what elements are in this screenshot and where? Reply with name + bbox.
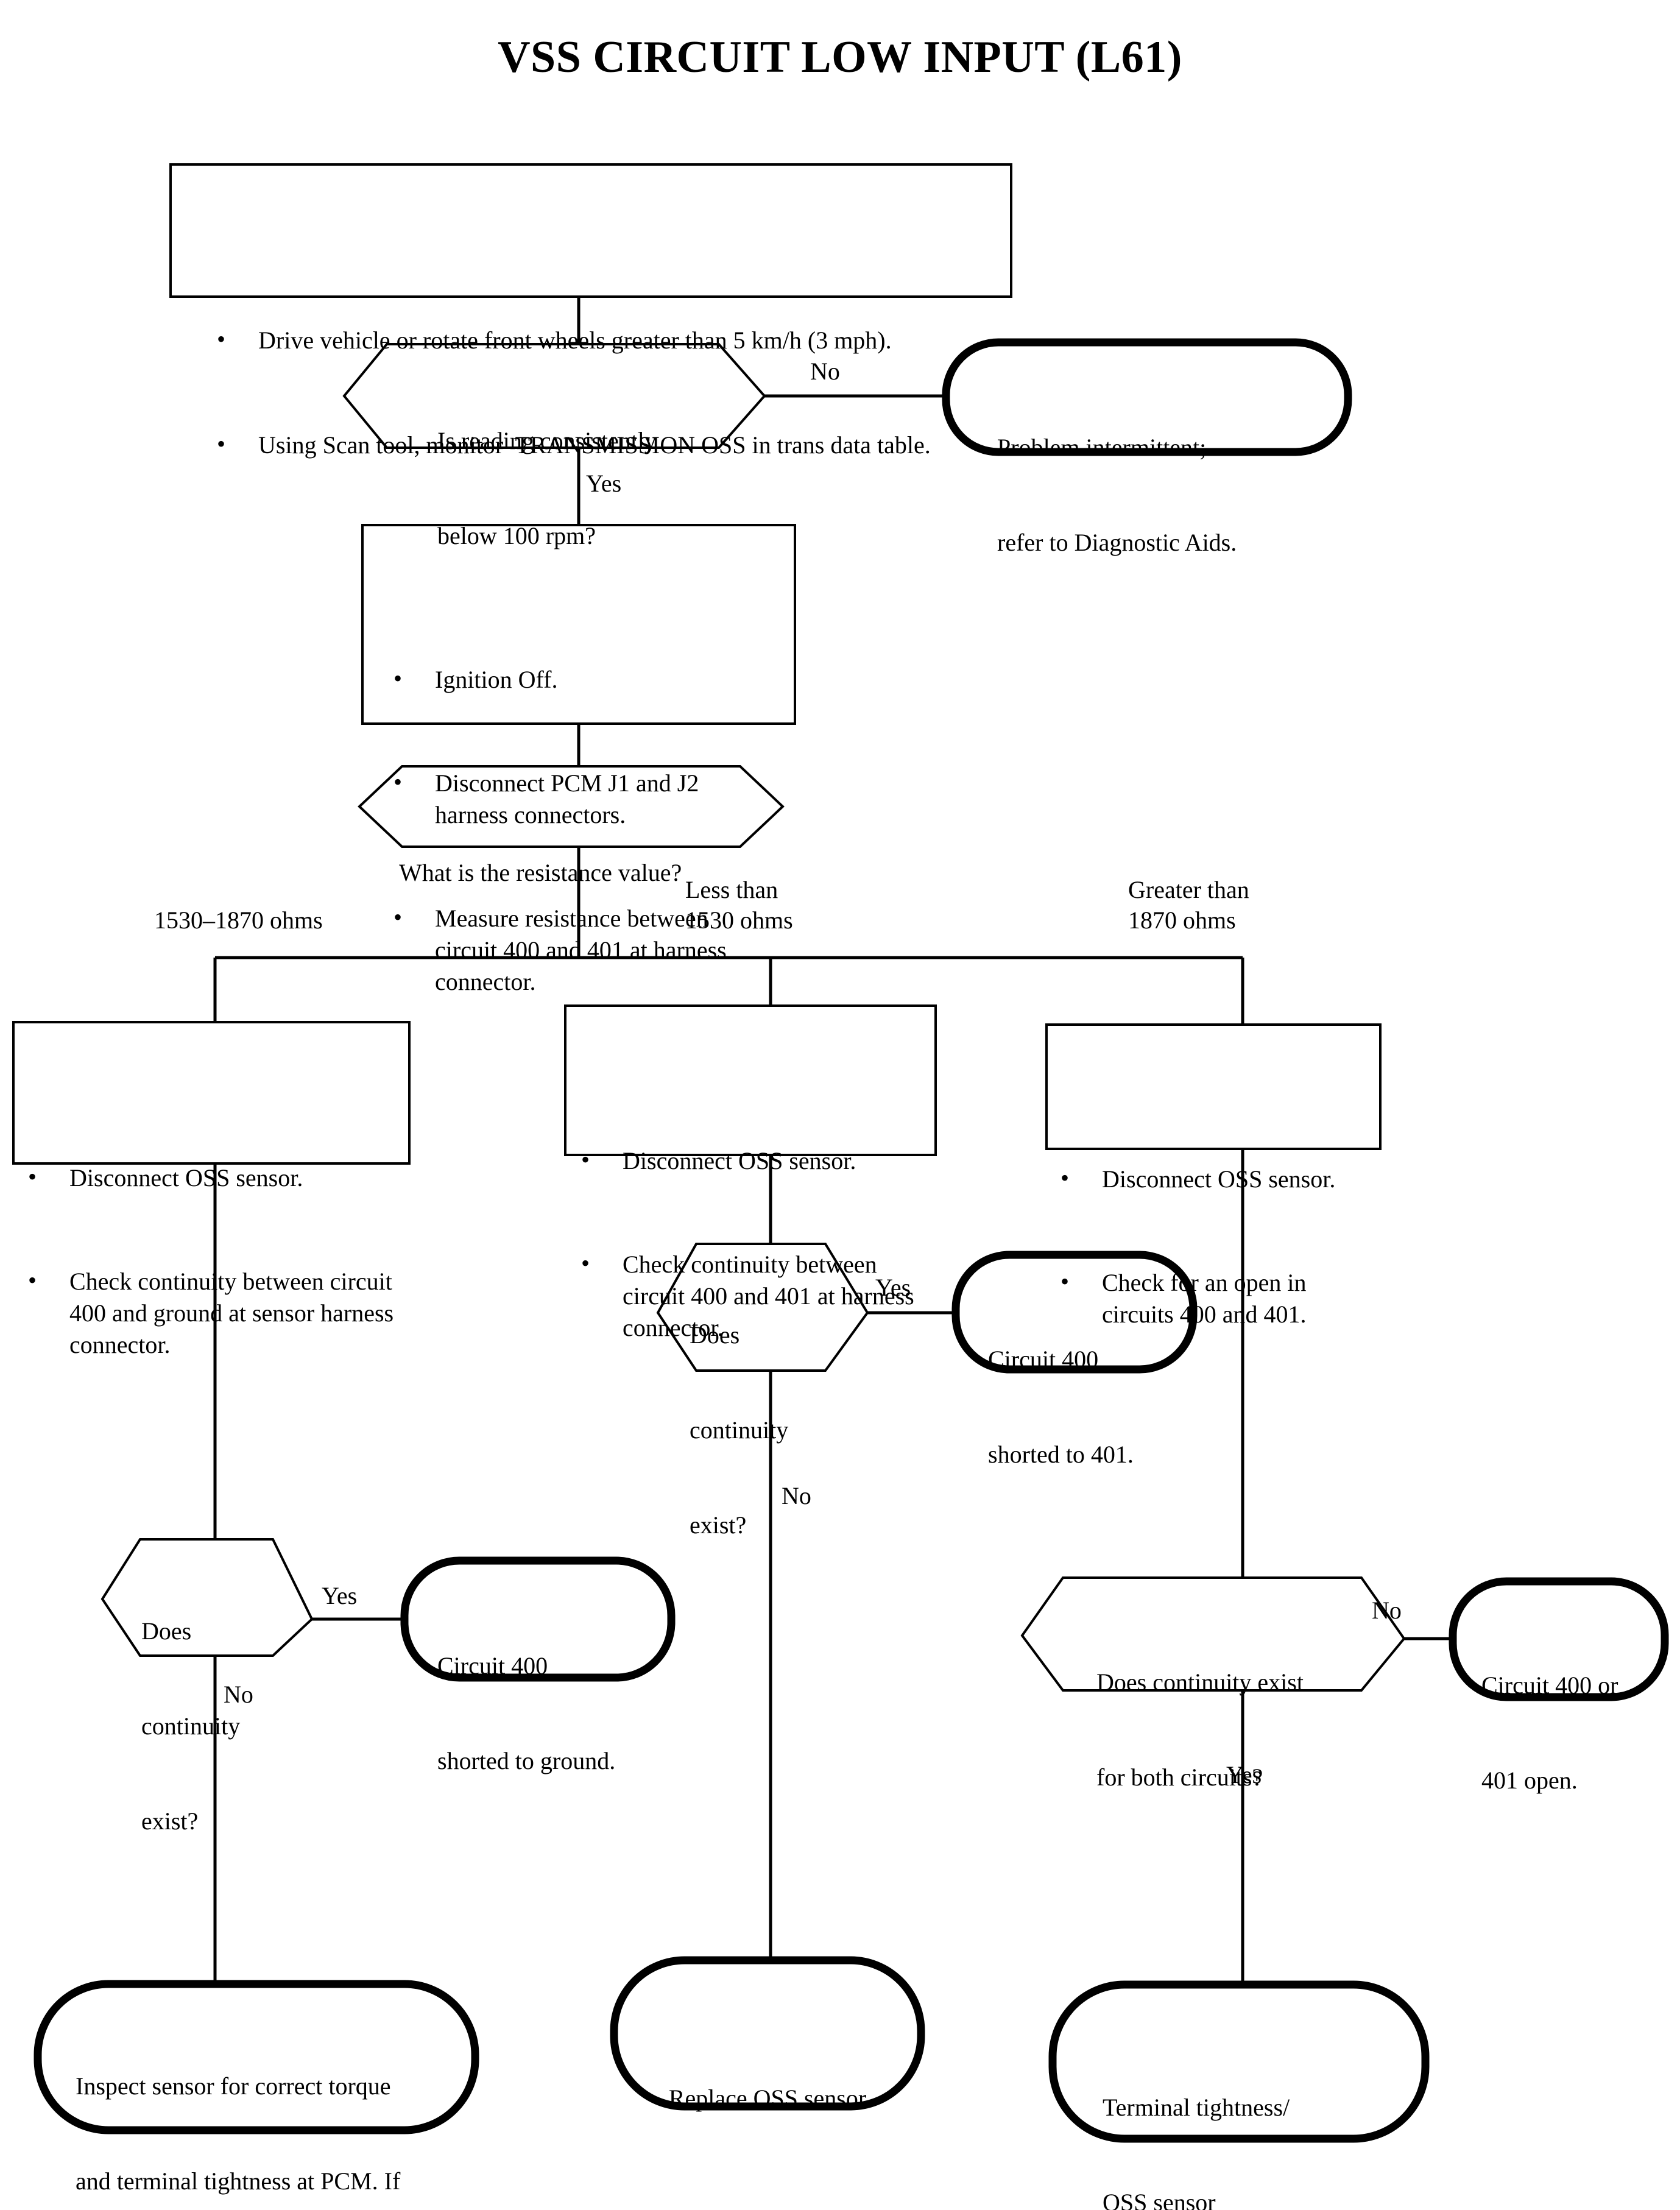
terminal-open-line-2: 401 open. — [1481, 1767, 1578, 1794]
terminal-open-fill — [1453, 1581, 1665, 1697]
start-step-box — [169, 163, 1012, 298]
step-right-bullet-list: Disconnect OSS sensor. Check for an open… — [1057, 1100, 1377, 1402]
terminal-shorted-401-text: Circuit 400 shorted to 401. — [988, 1280, 1195, 1534]
terminal-shorted-401-line-1: Circuit 400 — [988, 1346, 1099, 1373]
page-title: VSS CIRCUIT LOW INPUT (L61) — [498, 32, 1182, 82]
edge-label-right-yes: Yes — [1226, 1761, 1262, 1788]
decision-reading-line-2: below 100 rpm? — [437, 522, 596, 549]
terminal-shorted-401-line-2: shorted to 401. — [988, 1441, 1134, 1468]
terminal-inspect-pcm-text: Inspect sensor for correct torque and te… — [76, 2007, 478, 2210]
terminal-shorted-ground-line-2: shorted to ground. — [437, 1747, 616, 1774]
terminal-replace-oss-text: Replace OSS sensor — [614, 2019, 921, 2178]
decision-resistance-text: What is the resistance value? — [399, 794, 740, 952]
decision-middle-continuity-text: Does continuity exist? — [690, 1256, 866, 1605]
decision-right-continuity-line-1: Does continuity exist — [1096, 1668, 1304, 1696]
decision-left-continuity-text: Does continuity exist? — [141, 1552, 306, 1901]
edge-label-branch-right-line2: 1870 ohms — [1128, 906, 1236, 934]
decision-resistance-shape — [358, 765, 785, 848]
decision-middle-continuity-line-3: exist? — [690, 1511, 747, 1539]
decision-middle-continuity-line-1: Does — [690, 1321, 740, 1349]
terminal-open-line-1: Circuit 400 or — [1481, 1672, 1618, 1699]
terminal-terminal-tightness-fill — [1053, 1985, 1425, 2139]
step-ignition-text: Ignition Off. Disconnect PCM J1 and J2 h… — [390, 537, 774, 1133]
terminal-shorted-ground-text: Circuit 400 shorted to ground. — [437, 1587, 681, 1840]
decision-right-continuity-text: Does continuity exist for both circuits? — [1096, 1603, 1383, 1857]
step-left-bullet-2: Check continuity between circuit 400 and… — [24, 1265, 402, 1361]
decision-left-continuity-line-2: continuity — [141, 1712, 241, 1740]
step-right-bullet-1: Disconnect OSS sensor. — [1057, 1162, 1377, 1195]
step-ignition-box — [361, 524, 796, 725]
step-right-box — [1045, 1023, 1382, 1150]
decision-left-continuity-shape — [101, 1538, 314, 1657]
terminal-intermittent-text: Problem intermittent; refer to Diagnosti… — [997, 369, 1338, 622]
step-ignition-bullet-3: Measure resistance between circuit 400 a… — [390, 902, 774, 998]
step-middle-bullet-1: Disconnect OSS sensor. — [577, 1144, 931, 1177]
terminal-open-text: Circuit 400 or 401 open. — [1481, 1606, 1664, 1860]
terminal-terminal-tightness-text: Terminal tightness/ OSS sensor — [1103, 2028, 1419, 2210]
step-left-bullet-1: Disconnect OSS sensor. — [24, 1161, 402, 1194]
terminal-shorted-ground-fill — [404, 1561, 671, 1678]
terminal-inspect-pcm-shape — [34, 1980, 479, 2134]
decision-reading-fill — [344, 344, 764, 448]
edge-label-branch-middle-line1: Less than — [685, 876, 778, 903]
edge-label-left-yes: Yes — [322, 1582, 358, 1609]
terminal-inspect-pcm-line-2: and terminal tightness at PCM. If — [76, 2167, 401, 2195]
edge-label-branch-middle-line2: 1530 ohms — [685, 906, 793, 934]
step-middle-bullet-2: Check continuity between circuit 400 and… — [577, 1248, 931, 1344]
terminal-shorted-ground-line-1: Circuit 400 — [437, 1652, 548, 1679]
terminal-replace-oss-fill — [614, 1960, 921, 2106]
terminal-replace-oss-line-1: Replace OSS sensor — [668, 2085, 867, 2112]
terminal-intermittent-fill — [946, 342, 1348, 452]
edge-label-middle-no: No — [782, 1482, 811, 1509]
step-middle-text: Disconnect OSS sensor. Check continuity … — [577, 1019, 931, 1479]
start-step-bullet-2: Using Scan tool, monitor TRANSMISSION OS… — [213, 428, 987, 461]
start-step-bullet-list: Drive vehicle or rotate front wheels gre… — [213, 261, 987, 524]
step-ignition-bullet-1: Ignition Off. — [390, 663, 774, 696]
terminal-open-shape — [1449, 1577, 1669, 1701]
edge-label-left-no: No — [224, 1681, 253, 1708]
decision-right-continuity-shape — [1020, 1576, 1406, 1692]
step-right-fill — [1046, 1025, 1380, 1149]
terminal-terminal-tightness-shape — [1048, 1980, 1430, 2143]
decision-reading-line-1: Is reading consistently — [437, 427, 657, 454]
terminal-inspect-pcm-fill — [38, 1984, 475, 2130]
step-left-bullet-list: Disconnect OSS sensor. Check continuity … — [24, 1099, 402, 1433]
terminal-intermittent-line-1: Problem intermittent; — [997, 434, 1207, 461]
decision-resistance-line-1: What is the resistance value? — [399, 859, 682, 886]
step-left-text: Disconnect OSS sensor. Check continuity … — [24, 1036, 402, 1496]
step-left-fill — [13, 1022, 409, 1163]
decision-left-continuity-line-3: exist? — [141, 1807, 199, 1835]
step-ignition-bullet-2: Disconnect PCM J1 and J2 harness connect… — [390, 766, 774, 831]
step-right-bullet-2: Check for an open in circuits 400 and 40… — [1057, 1266, 1377, 1330]
terminal-replace-oss-shape — [610, 1956, 925, 2111]
decision-left-continuity-fill — [102, 1539, 312, 1656]
decision-middle-continuity-line-2: continuity — [690, 1416, 789, 1444]
decision-left-continuity-line-1: Does — [141, 1617, 192, 1645]
decision-right-continuity-line-2: for both circuits? — [1096, 1763, 1263, 1791]
start-step-text: Drive vehicle or rotate front wheels gre… — [213, 198, 987, 588]
edge-label-branch-right-line1: Greater than — [1128, 876, 1249, 903]
edge-label-right-no: No — [1372, 1597, 1402, 1624]
terminal-inspect-pcm-line-1: Inspect sensor for correct torque — [76, 2072, 391, 2100]
edge-label-middle-yes: Yes — [875, 1274, 911, 1301]
step-ignition-bullet-list: Ignition Off. Disconnect PCM J1 and J2 h… — [390, 601, 774, 1070]
edge-label-reading-yes: Yes — [586, 470, 622, 497]
step-middle-bullet-list: Disconnect OSS sensor. Check continuity … — [577, 1082, 931, 1416]
terminal-shorted-ground-shape — [400, 1556, 676, 1682]
terminal-intermittent-shape — [942, 338, 1352, 456]
decision-right-continuity-fill — [1022, 1578, 1404, 1690]
start-step-bullet-1: Drive vehicle or rotate front wheels gre… — [213, 323, 987, 356]
decision-reading-text: Is reading consistently below 100 rpm? — [437, 362, 724, 615]
terminal-terminal-tightness-line-1: Terminal tightness/ — [1103, 2094, 1290, 2121]
step-right-text: Disconnect OSS sensor. Check for an open… — [1057, 1037, 1377, 1466]
terminal-intermittent-line-2: refer to Diagnostic Aids. — [997, 529, 1237, 556]
step-middle-fill — [565, 1006, 936, 1155]
start-step-box-fill — [171, 164, 1011, 297]
terminal-terminal-tightness-line-2: OSS sensor — [1103, 2189, 1216, 2210]
edge-label-branch-left: 1530–1870 ohms — [154, 906, 323, 934]
edge-label-reading-no: No — [810, 358, 840, 385]
